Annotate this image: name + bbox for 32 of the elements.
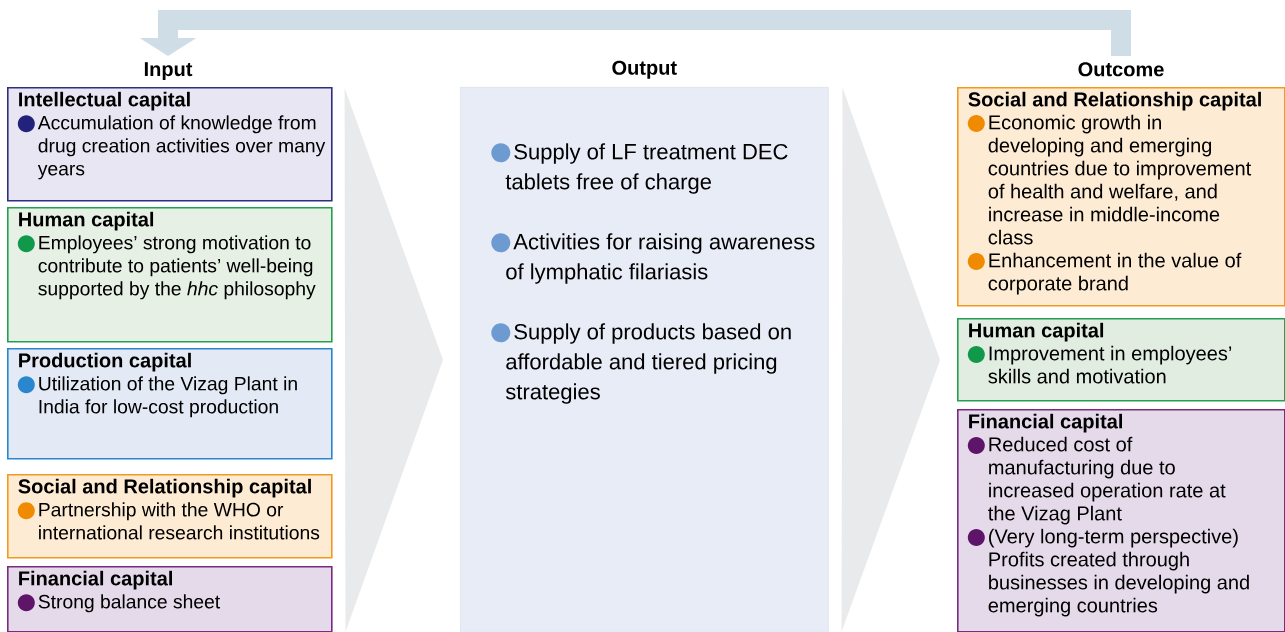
box-heading: Human capital [969,322,1104,342]
capital-box [7,566,333,632]
box-heading: Production capital [19,352,191,372]
box-heading: Human capital [19,211,154,231]
bullet-text: Strong balance sheet [38,594,220,613]
bullet-text: Partnership with the WHO or international research institutions [39,502,320,540]
column-heading: Input [144,62,193,81]
bullet-text: Enhancement in the value of corporate brand [988,252,1242,295]
capital-box [7,87,333,202]
column-heading: Output [612,60,677,79]
box-heading: Financial capital [969,413,1122,433]
column-heading: Outcome [1078,62,1164,77]
bullet-text: (Very long-term perspective) Profits created through businesses in developing and emerging countries [988,528,1249,617]
bullet-text: Activities for raising awareness of lymphatic filariasis [506,233,815,284]
bullet-text: Improvement in employees’ skills and motivation [988,345,1232,384]
capital-box [7,207,333,343]
box-heading: Social and Relationship capital [968,91,1261,111]
capital-box [7,348,333,460]
bullet-text: Economic growth in developing and emerging countries due to improvement of health and welfare, and increase in middle-income class [988,114,1252,245]
bullet-text: Reduced cost of manufacturing due to increased operation rate at the Vizag Plant [988,436,1226,525]
box-heading: Social and Relationship capital [18,478,311,498]
bullet-text: Employees’ strong motivation to contribute to patients’ well-being supported by the hhc philosophy [38,235,316,300]
box-heading: Intellectual capital [19,91,190,111]
box-heading: Financial capital [19,570,172,590]
bullet-text: Utilization of the Vizag Plant in India for low-cost production [39,376,297,418]
bullet-text: Accumulation of knowledge from drug creation activities over many years [37,115,326,180]
bullet-text: Supply of products based on affordable and tiered pricing strategies [505,323,791,404]
capital-box [957,87,1285,307]
capital-box [7,474,333,559]
capital-box [957,409,1285,632]
bullet-text: Supply of LF treatment DEC tablets free of charge [505,143,788,194]
capital-box [957,318,1285,402]
